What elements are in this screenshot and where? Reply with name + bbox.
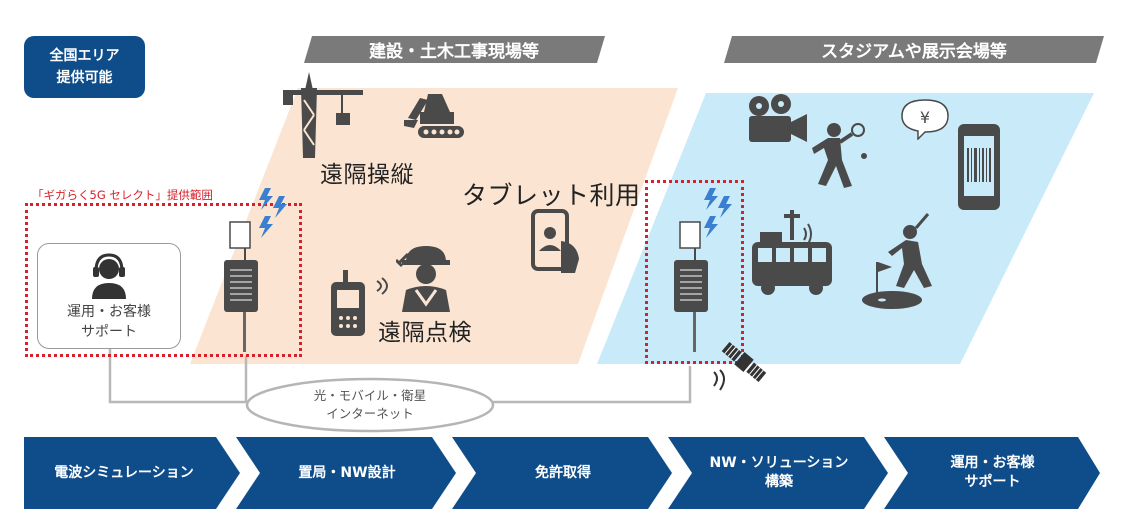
step-arrow-1 <box>24 437 240 509</box>
lightning-left-icon <box>259 188 287 238</box>
provision-range-left <box>25 203 302 357</box>
provision-range-right <box>645 180 744 364</box>
walkie-talkie-icon <box>331 270 365 336</box>
remote-operation-label: 遠隔操縦 <box>320 162 414 188</box>
construction-banner <box>304 36 605 63</box>
network-line-1: 光・モバイル・衛星 <box>313 388 427 403</box>
tennis-player-icon <box>812 123 867 188</box>
worker-icon <box>396 246 450 312</box>
step-5-line-2: サポート <box>964 474 1021 490</box>
tablet-use-label: タブレット利用 <box>462 181 641 210</box>
antenna-unit-left-icon <box>224 221 258 352</box>
excavator-icon <box>404 94 464 138</box>
step-2-text: 置局・NW設計 <box>252 437 442 509</box>
golfer-icon <box>862 213 932 309</box>
network-label: 光・モバイル・衛星 インターネット <box>250 387 490 423</box>
support-text: 運用・お客様 サポート <box>38 302 180 342</box>
satellite-icon <box>713 341 767 391</box>
signal-waves-icon <box>376 277 388 295</box>
nationwide-badge: 全国エリア 提供可能 <box>24 36 145 98</box>
smartphone-barcode-icon <box>958 124 1000 210</box>
step-1-text: 電波シミュレーション <box>24 437 224 509</box>
stadium-title: スタジアムや展示会場等 <box>821 42 1007 62</box>
step-4-line-2: 構築 <box>765 474 793 490</box>
antenna-unit-right-icon <box>674 221 708 352</box>
tablet-hand-icon <box>531 209 579 273</box>
step-arrow-5 <box>884 437 1100 509</box>
step-3-text: 免許取得 <box>468 437 658 509</box>
step-3-line-1: 免許取得 <box>535 464 591 481</box>
network-line-2: インターネット <box>326 406 414 421</box>
network-ellipse <box>245 377 495 433</box>
support-line-2: サポート <box>81 324 137 340</box>
step-4-line-1: NW・ソリューション <box>709 455 849 471</box>
crane-icon <box>283 72 363 158</box>
step-1-line-1: 電波シミュレーション <box>54 464 194 481</box>
stadium-banner <box>724 36 1104 63</box>
operator-icon <box>92 253 126 299</box>
video-camera-icon <box>749 94 807 142</box>
support-box: 運用・お客様 サポート <box>37 243 181 349</box>
step-2-line-1: 置局・NW設計 <box>298 464 396 481</box>
badge-line-1: 全国エリア <box>49 48 120 64</box>
step-5-text: 運用・お客様 サポート <box>900 437 1085 509</box>
remote-inspection-label: 遠隔点検 <box>378 320 472 346</box>
badge-line-2: 提供可能 <box>56 70 113 86</box>
step-4-text: NW・ソリューション 構築 <box>684 437 874 509</box>
provision-range-label: 「ギガらく5G セレクト」提供範囲 <box>32 188 213 202</box>
step-arrow-4 <box>668 437 888 509</box>
construction-title: 建設・土木工事現場等 <box>369 42 539 62</box>
yen-bubble-icon: ¥ <box>901 99 949 140</box>
step-arrow-2 <box>236 437 456 509</box>
broadcast-bus-icon <box>752 210 832 295</box>
step-arrow-3 <box>452 437 672 509</box>
support-line-1: 運用・お客様 <box>67 304 151 320</box>
svg-text:¥: ¥ <box>920 108 930 127</box>
network-lines <box>108 348 692 404</box>
lightning-right-icon <box>704 188 732 238</box>
step-5-line-1: 運用・お客様 <box>950 455 1035 471</box>
